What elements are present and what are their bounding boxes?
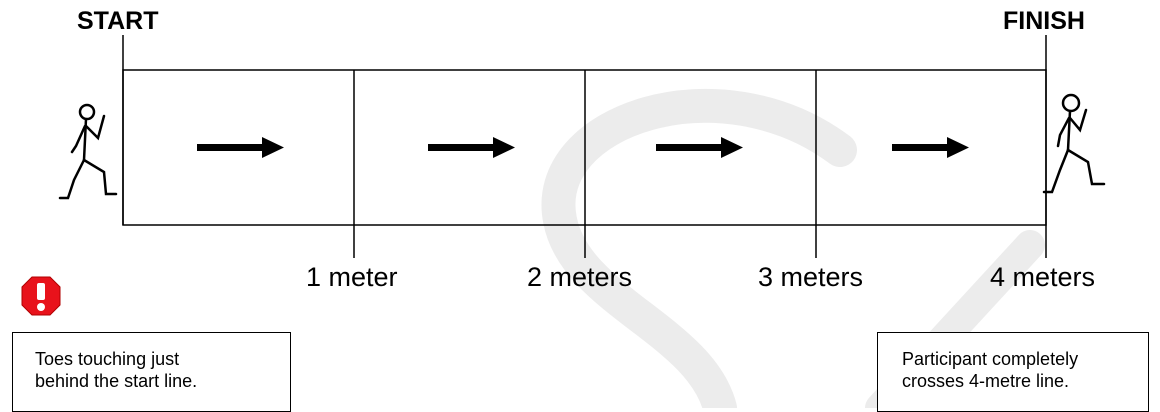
marker-label-4m: 4 meters <box>990 262 1096 292</box>
start-label: START <box>77 7 159 35</box>
start-note: Toes touching just behind the start line… <box>12 332 291 412</box>
start-note-line-2: behind the start line. <box>35 371 198 391</box>
stick-figure-icon <box>58 103 118 200</box>
stick-figure-icon <box>1042 93 1106 194</box>
start-note-line-1: Toes touching just <box>35 349 180 369</box>
marker-label-1m: 1 meter <box>306 262 398 292</box>
finish-note-line-2: crosses 4-metre line. <box>902 371 1070 391</box>
finish-label: FINISH <box>1003 7 1085 35</box>
watermark-curve <box>541 89 857 408</box>
warning-octagon-icon <box>21 276 61 316</box>
arrow-right-icon <box>197 137 284 158</box>
arrow-right-icon <box>656 137 743 158</box>
marker-label-2m: 2 meters <box>527 262 633 292</box>
arrow-right-icon <box>428 137 515 158</box>
arrow-right-icon <box>892 137 969 158</box>
finish-note: Participant completely crosses 4-metre l… <box>877 332 1149 412</box>
finish-note-line-1: Participant completely <box>902 349 1079 369</box>
marker-label-3m: 3 meters <box>758 262 864 292</box>
